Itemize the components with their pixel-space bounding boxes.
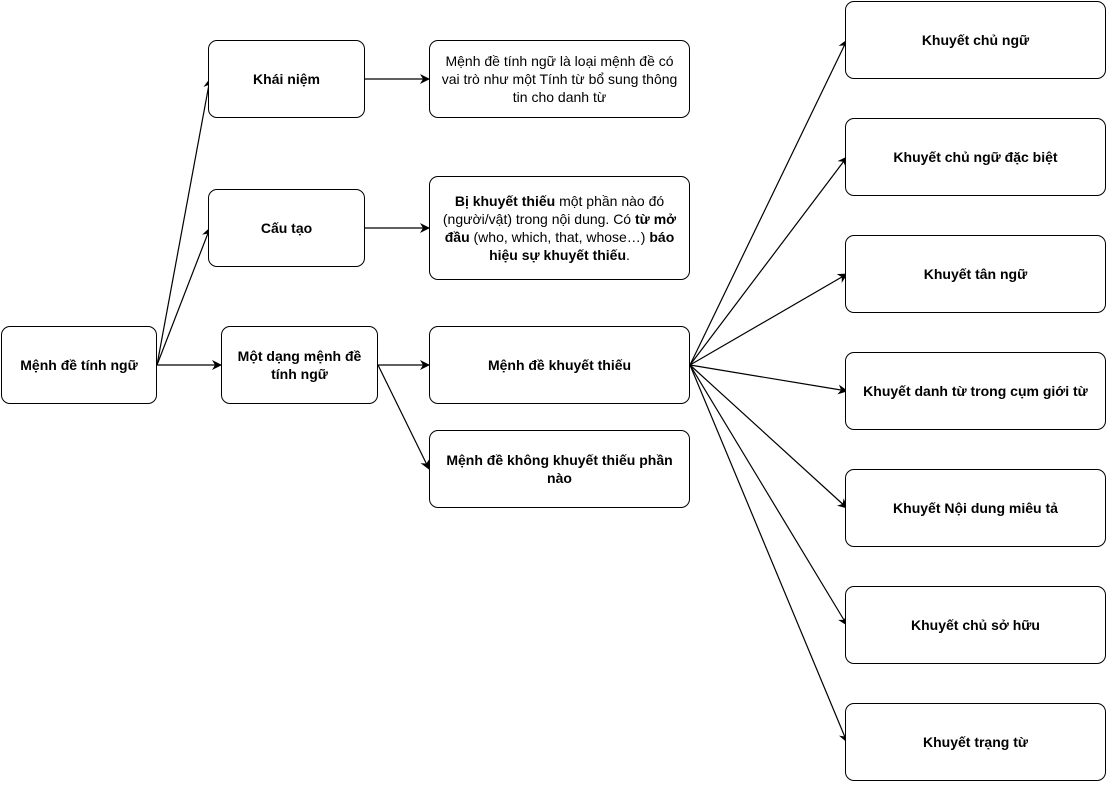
arrow-to-type-3: [689, 273, 848, 366]
type-label: Khuyết danh từ trong cụm giới từ: [863, 383, 1088, 399]
type-label: Khuyết trạng từ: [922, 734, 1029, 750]
non-defective-clause-node: Mệnh đề không khuyết thiếu phần nào: [429, 430, 690, 508]
defective-clause-label: Mệnh đề khuyết thiếu: [487, 357, 632, 373]
type-label: Khuyết chủ ngữ đặc biệt: [893, 149, 1058, 165]
form-label: Một dạng mệnh đề tính ngữ: [237, 348, 362, 382]
arrow-to-type-7: [689, 364, 849, 743]
defective-clause-node: Mệnh đề khuyết thiếu: [429, 326, 690, 404]
concept-definition-text: Mệnh đề tính ngữ là loại mệnh đề có vai …: [441, 53, 678, 105]
type-node: Khuyết Nội dung miêu tả: [845, 469, 1106, 547]
type-node: Khuyết chủ ngữ đặc biệt: [845, 118, 1106, 196]
concept-node: Khái niệm: [208, 40, 365, 118]
structure-description-node: Bị khuyết thiếu một phần nào đó (người/v…: [429, 176, 690, 280]
structure-node: Cấu tạo: [208, 189, 365, 267]
concept-definition-node: Mệnh đề tính ngữ là loại mệnh đề có vai …: [429, 40, 690, 118]
arrow-form-to-nondefective: [377, 364, 430, 470]
arrow-to-type-6: [689, 364, 848, 626]
type-node: Khuyết danh từ trong cụm giới từ: [845, 352, 1106, 430]
type-node: Khuyết chủ ngữ: [845, 1, 1106, 79]
type-label: Khuyết chủ ngữ: [921, 32, 1030, 48]
arrow-to-type-5: [689, 364, 848, 509]
structure-label: Cấu tạo: [260, 220, 313, 236]
type-node: Khuyết tân ngữ: [845, 235, 1106, 313]
arrow-to-type-1: [689, 39, 848, 366]
form-node: Một dạng mệnh đề tính ngữ: [221, 326, 378, 404]
type-node: Khuyết trạng từ: [845, 703, 1106, 781]
root-label: Mệnh đề tính ngữ: [20, 357, 138, 373]
arrow-root-to-structure: [156, 227, 212, 366]
type-node: Khuyết chủ sở hữu: [845, 586, 1106, 664]
root-node: Mệnh đề tính ngữ: [1, 326, 157, 404]
arrow-to-type-4: [689, 364, 848, 395]
arrow-root-to-concept: [156, 78, 214, 366]
type-label: Khuyết Nội dung miêu tả: [893, 500, 1058, 516]
arrow-to-type-2: [689, 156, 848, 366]
type-label: Khuyết chủ sở hữu: [911, 617, 1040, 633]
non-defective-clause-label: Mệnh đề không khuyết thiếu phần nào: [446, 452, 673, 486]
structure-description-text: Bị khuyết thiếu một phần nào đó (người/v…: [442, 193, 677, 263]
concept-label: Khái niệm: [253, 71, 320, 87]
type-label: Khuyết tân ngữ: [923, 266, 1028, 282]
